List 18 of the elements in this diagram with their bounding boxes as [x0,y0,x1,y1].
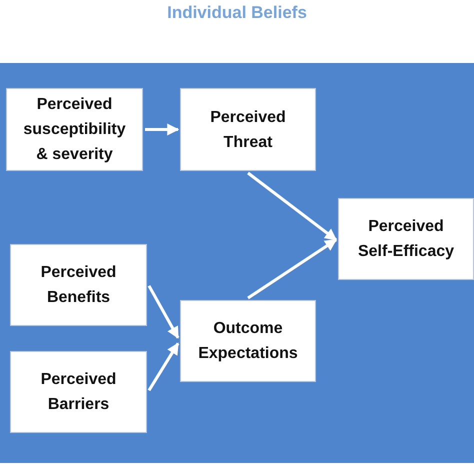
process-box [180,88,316,171]
arrow [148,342,180,392]
box-label: Perceived Benefits [40,263,118,308]
arrow [145,124,180,136]
box-label: Perceived Threat [209,108,287,152]
arrow [148,285,180,339]
process-box [10,351,147,433]
process-box [6,88,143,171]
box-label: Perceived Self-Efficacy [356,217,456,262]
arrow [247,238,337,300]
box-label: Outcome Expectations [197,319,299,364]
process-box [180,300,316,382]
box-label: Perceived Barriers [40,370,118,415]
process-box [338,198,474,280]
box-label: Perceived susceptibility & severity [22,95,127,165]
diagram-title: Individual Beliefs [166,2,308,24]
arrow [247,172,337,242]
process-box [10,244,147,326]
